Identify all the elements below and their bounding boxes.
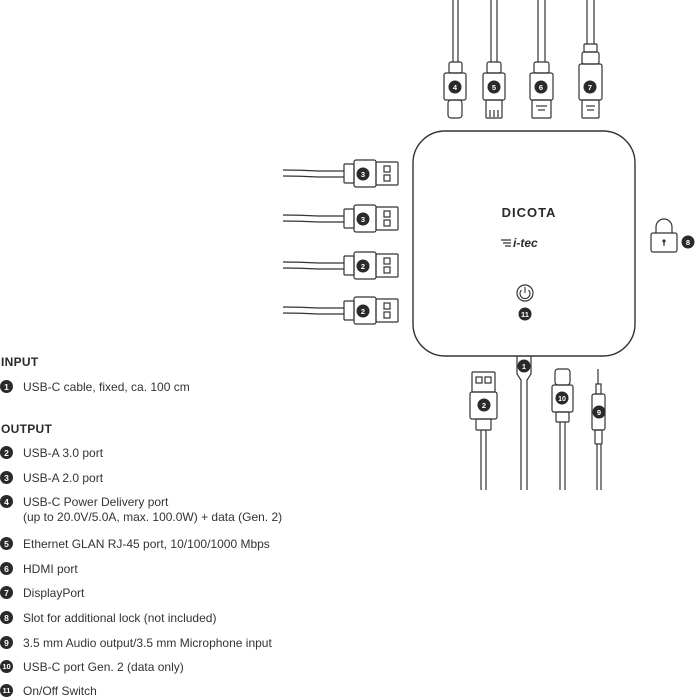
legend-item-8: 8 Slot for additional lock (not included…	[0, 611, 216, 626]
legend-item-10: 10 USB-C port Gen. 2 (data only)	[0, 660, 184, 675]
legend-number-badge: 3	[0, 471, 13, 484]
cable-usb-a-bottom	[469, 371, 498, 490]
callout-3a: 3	[356, 167, 370, 181]
callout-7: 7	[583, 80, 597, 94]
cable-displayport	[578, 0, 603, 119]
cable-usb-a-2-lower	[282, 204, 399, 233]
cable-ethernet	[482, 0, 506, 119]
svg-text:i-tec: i-tec	[513, 236, 538, 250]
svg-text:2: 2	[361, 307, 365, 316]
legend-number-badge: 7	[0, 586, 13, 599]
legend-number-badge: 9	[0, 636, 13, 649]
callout-2a: 2	[356, 259, 370, 273]
legend-item-label: USB-A 3.0 port	[23, 446, 104, 460]
legend-item-6: 6 HDMI port	[0, 562, 78, 577]
svg-text:3: 3	[361, 170, 365, 179]
svg-text:5: 5	[492, 83, 496, 92]
legend-item-label: Slot for additional lock (not included)	[23, 611, 217, 625]
svg-text:9: 9	[597, 408, 601, 417]
legend-item-line-2: (up to 20.0V/5.0A, max. 100.0W) + data (…	[23, 510, 283, 524]
callout-10: 10	[555, 391, 569, 405]
cable-input-usb-c-fixed	[516, 356, 532, 490]
legend-item-label: On/Off Switch	[23, 684, 97, 698]
svg-text:1: 1	[522, 362, 526, 371]
legend-number-badge: 8	[0, 611, 13, 624]
input-heading: INPUT	[1, 355, 39, 369]
legend-number-badge: 4	[0, 495, 13, 508]
brand-dicota-logo: DICOTA	[502, 205, 557, 220]
legend-item-2: 2 USB-A 3.0 port	[0, 446, 103, 461]
legend-item-label: USB-C cable, fixed, ca. 100 cm	[23, 380, 190, 394]
legend-number-badge: 11	[0, 684, 13, 697]
callout-4: 4	[448, 80, 462, 94]
legend-item-11: 11 On/Off Switch	[0, 684, 97, 699]
lock-slot-icon	[650, 218, 678, 253]
legend-item-label: HDMI port	[23, 562, 78, 576]
legend-item-3: 3 USB-A 2.0 port	[0, 471, 103, 486]
svg-text:10: 10	[558, 396, 566, 403]
cable-usb-a-2-upper	[282, 159, 399, 188]
svg-text:7: 7	[588, 83, 592, 92]
legend-item-4: 4 USB-C Power Delivery port (up to 20.0V…	[0, 495, 282, 525]
cable-usb-a-3-lower	[282, 296, 399, 325]
legend-number-badge: 6	[0, 562, 13, 575]
legend-item-1: 1 USB-C cable, fixed, ca. 100 cm	[0, 380, 190, 395]
legend-number-badge: 10	[0, 660, 13, 673]
callout-6: 6	[534, 80, 548, 94]
callout-5: 5	[487, 80, 501, 94]
legend-item-5: 5 Ethernet GLAN RJ-45 port, 10/100/1000 …	[0, 537, 270, 552]
legend-item-9: 9 3.5 mm Audio output/3.5 mm Microphone …	[0, 636, 272, 651]
legend-item-label: DisplayPort	[23, 586, 85, 600]
callout-2c: 2	[477, 398, 491, 412]
output-heading: OUTPUT	[1, 422, 53, 436]
svg-text:2: 2	[361, 262, 365, 271]
cable-audio-jack	[591, 369, 606, 490]
legend-number-badge: 5	[0, 537, 13, 550]
svg-text:11: 11	[521, 310, 529, 319]
brand-itec-logo: i-tec	[501, 236, 538, 250]
legend-item-label: USB-C port Gen. 2 (data only)	[23, 660, 184, 674]
cable-usb-c-bottom	[551, 368, 574, 490]
svg-text:2: 2	[482, 401, 486, 410]
callout-1: 1	[517, 359, 531, 373]
legend-item-7: 7 DisplayPort	[0, 586, 84, 601]
legend-number-badge: 2	[0, 446, 13, 459]
svg-text:6: 6	[539, 83, 543, 92]
cable-usb-a-3-upper	[282, 251, 399, 280]
legend-item-label: 3.5 mm Audio output/3.5 mm Microphone in…	[23, 636, 272, 650]
legend-number-badge: 1	[0, 380, 13, 393]
svg-text:4: 4	[453, 83, 458, 92]
legend-item-label: Ethernet GLAN RJ-45 port, 10/100/1000 Mb…	[23, 537, 270, 551]
callout-9: 9	[592, 405, 606, 419]
cable-usb-c-pd	[443, 0, 467, 119]
legend-item-line-1: USB-C Power Delivery port	[23, 495, 169, 509]
legend-item-label: USB-C Power Delivery port (up to 20.0V/5…	[23, 495, 282, 525]
callout-11: 11	[518, 307, 532, 321]
dock-body	[412, 130, 636, 357]
power-button[interactable]	[516, 284, 534, 302]
svg-text:8: 8	[686, 238, 690, 247]
legend-item-label: USB-A 2.0 port	[23, 471, 104, 485]
callout-2b: 2	[356, 304, 370, 318]
callout-3b: 3	[356, 212, 370, 226]
svg-text:3: 3	[361, 215, 365, 224]
callout-8: 8	[681, 235, 695, 249]
cable-hdmi	[529, 0, 554, 119]
